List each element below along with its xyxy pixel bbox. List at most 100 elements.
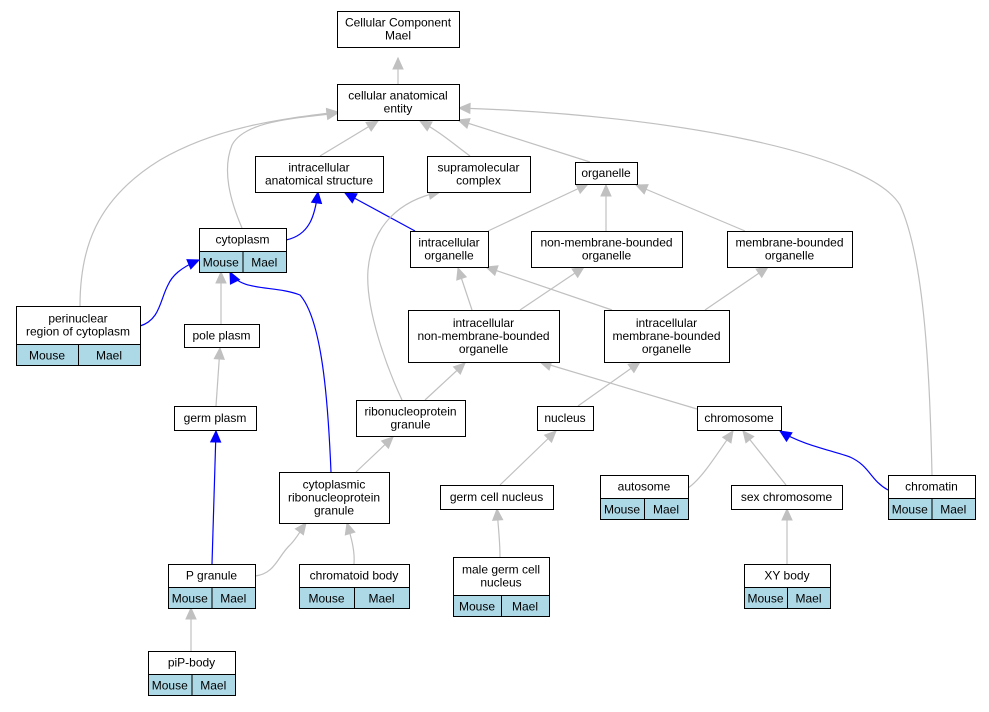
edge-pip_body-to-p_granule	[185, 606, 197, 651]
edge-line	[635, 184, 746, 232]
edge-chromosome-to-intracellular_non_membrane_bounded_organelle	[538, 359, 698, 410]
annotation-cell	[211, 587, 256, 609]
annotation-label: Mouse	[152, 679, 188, 693]
node-label-box	[255, 156, 384, 193]
edge-line	[704, 266, 769, 311]
node-pole-plasm[interactable]: pole plasm	[184, 324, 260, 348]
node-label-line: organelle	[642, 342, 692, 356]
edge-arrowhead	[215, 270, 227, 284]
annotation-label: Mouse	[604, 503, 640, 517]
annotation-label: Mouse	[747, 592, 783, 606]
annotation-label: Mouse	[308, 592, 344, 606]
edge-arrowhead	[721, 429, 734, 444]
edge-arrowhead	[457, 102, 471, 115]
edge-male_germ_cell_nucleus-to-germ_cell_nucleus	[491, 507, 504, 558]
node-label-box	[337, 11, 460, 48]
node-label-box	[453, 557, 550, 596]
edge-ribonucleoprotein_granule-to-supramolecular_complex	[367, 188, 442, 401]
node-label-line: XY body	[764, 569, 809, 583]
node-label-line: region of cytoplasm	[26, 325, 130, 339]
annotation-cell	[644, 498, 689, 520]
annotation-label: Mael	[653, 503, 679, 517]
node-label-line: germ cell nucleus	[450, 490, 543, 504]
node-germ-cell-nucleus[interactable]: germ cell nucleus	[440, 485, 554, 510]
annotation-label: Mouse	[459, 600, 495, 614]
node-label-box	[427, 156, 531, 193]
edge-line	[344, 192, 416, 232]
node-label-line: sex chromosome	[741, 490, 833, 504]
node-label-line: intracellular	[636, 316, 697, 330]
edge-p_granule-to-germ_plasm	[209, 429, 222, 565]
edge-xy_body-to-sex_chromosome	[781, 507, 793, 564]
node-label-box	[408, 310, 560, 363]
node-label-line: cytoplasm	[215, 233, 269, 247]
edge-arrowhead	[575, 183, 590, 195]
node-chromosome[interactable]: chromosome	[697, 406, 782, 431]
node-label-line: piP-body	[168, 656, 215, 670]
node-label-line: Cellular Component	[345, 16, 452, 30]
annotation-label: Mael	[220, 592, 246, 606]
edge-intracellular_non_membrane_bounded_organelle-to-intracellular_organelle	[456, 266, 473, 311]
node-label-box	[531, 231, 683, 268]
edge-intracellular_non_membrane_bounded_organelle-to-non_membrane_bounded_organelle	[519, 266, 586, 311]
annotation-label: Mael	[368, 592, 394, 606]
edge-arrowhead	[380, 436, 394, 450]
node-organelle[interactable]: organelle	[575, 162, 638, 185]
node-label-line: cellular anatomical	[348, 89, 447, 103]
edge-line	[485, 266, 613, 311]
node-label-line: granule	[314, 504, 354, 518]
node-label-line: autosome	[618, 480, 671, 494]
edge-chromatin-to-chromosome	[778, 430, 889, 491]
annotation-label: Mael	[96, 349, 122, 363]
node-label-line: nucleus	[544, 411, 585, 425]
edge-arrowhead	[627, 361, 641, 374]
node-label-line: ribonucleoprotein	[364, 405, 456, 419]
node-label-line: organelle	[765, 249, 815, 263]
node-label-line: chromatin	[905, 480, 958, 494]
annotation-cell	[787, 587, 831, 609]
node-label-box	[731, 485, 843, 510]
edge-arrowhead	[600, 183, 612, 197]
edge-line	[487, 183, 589, 232]
edges-layer	[79, 56, 933, 651]
node-germ-plasm[interactable]: germ plasm	[174, 406, 257, 431]
node-label-line: organelle	[581, 166, 631, 180]
edge-perinuclear_region-to-cytoplasm	[139, 259, 201, 327]
edge-line	[577, 361, 641, 407]
node-nucleus[interactable]: nucleus	[537, 406, 594, 431]
annotation-cell	[78, 344, 141, 366]
edge-intracellular_membrane_bounded_organelle-to-intracellular_organelle	[484, 265, 613, 311]
node-label-box	[337, 84, 460, 121]
node-intracellular-non-membrane-bounded-organelle[interactable]: intracellularnon-membrane-boundedorganel…	[408, 310, 560, 363]
node-sex-chromosome[interactable]: sex chromosome	[731, 485, 843, 510]
node-label-box	[727, 231, 853, 268]
node-label-line: complex	[456, 174, 501, 188]
edge-line	[519, 266, 585, 311]
edge-arrowhead	[343, 192, 358, 204]
edge-ribonucleoprotein_granule-to-intracellular_non_membrane_bounded_organelle	[424, 362, 466, 401]
node-label-line: intracellular	[288, 161, 349, 175]
edge-arrowhead	[325, 107, 340, 120]
edge-arrowhead	[310, 190, 323, 205]
node-label-box	[410, 231, 489, 268]
